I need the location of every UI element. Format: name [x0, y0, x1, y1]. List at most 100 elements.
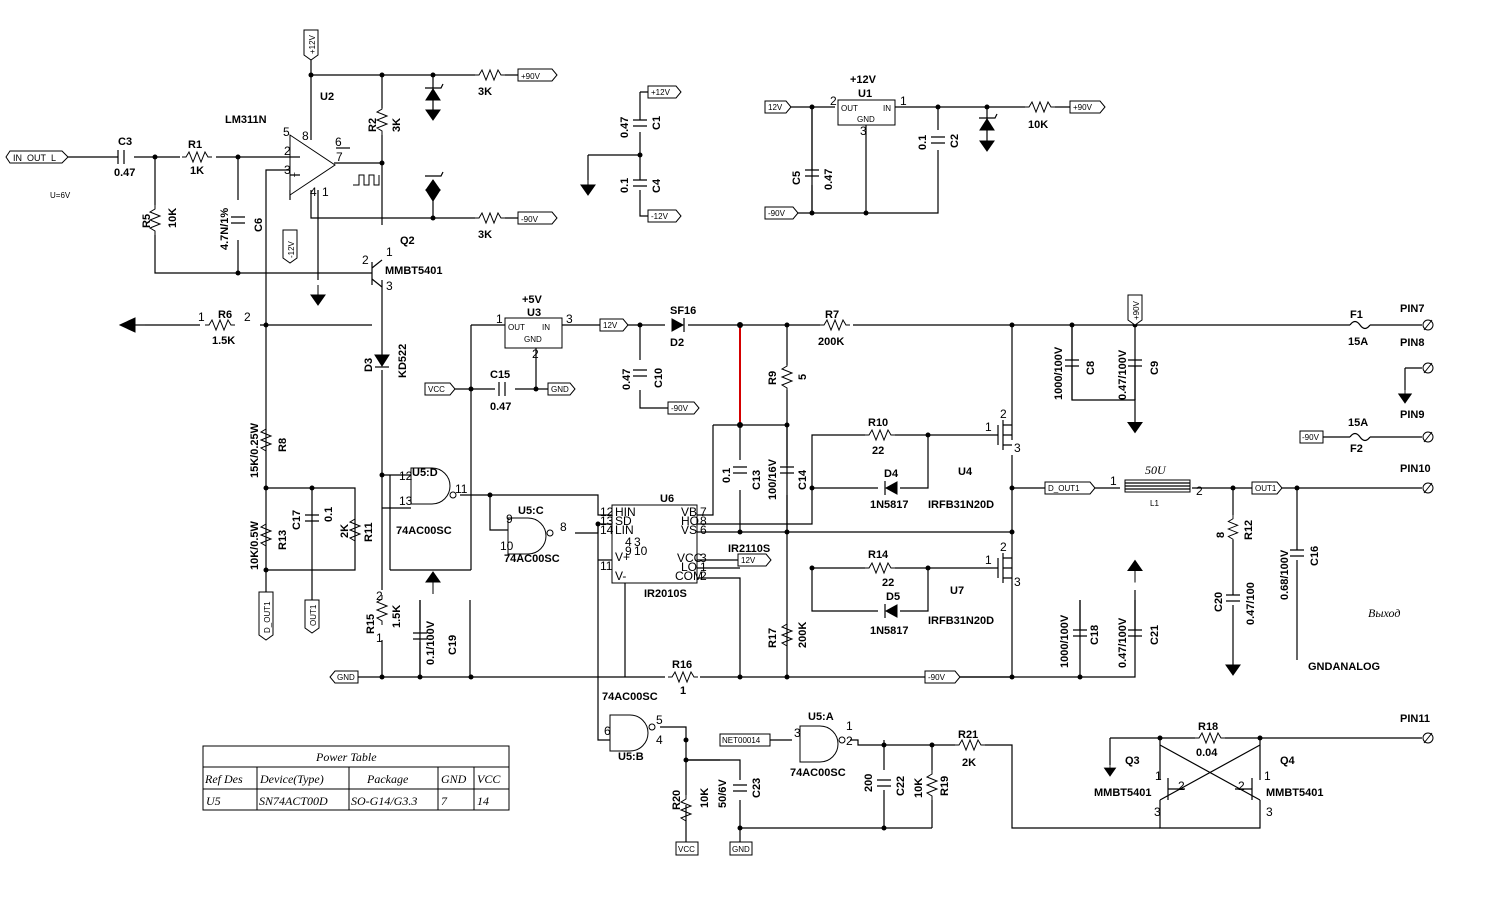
svg-text:1: 1	[846, 719, 853, 733]
svg-text:1: 1	[496, 312, 503, 326]
svg-text:7: 7	[336, 150, 343, 164]
svg-text:3: 3	[1014, 575, 1021, 589]
label-u5a-type: 74AC00SC	[790, 767, 846, 779]
svg-text:6: 6	[335, 135, 342, 149]
junction-dots	[152, 72, 1300, 831]
label-ir2110: IR2110S	[728, 543, 770, 555]
label-c3: C3	[118, 136, 132, 148]
svg-text:2: 2	[284, 144, 291, 158]
port-m90v-top: -90V	[521, 215, 539, 224]
svg-text:2: 2	[1238, 779, 1245, 793]
label-l1: L1	[1150, 499, 1159, 508]
label-c17-value: 0.1	[323, 507, 335, 522]
label-ir2010: IR2010S	[644, 588, 687, 600]
label-u3-value: +5V	[522, 294, 543, 306]
regulator-u3	[504, 317, 563, 349]
label-c16-value: 0.68/100V	[1279, 549, 1291, 600]
label-c6: C6	[253, 218, 265, 232]
label-d3-type: KD522	[397, 344, 409, 378]
label-c13-value: 0.1	[721, 468, 733, 483]
label-r16-value: 1	[680, 685, 686, 697]
label-q4: Q4	[1280, 755, 1296, 767]
label-r8-value: 15K/0.25W	[249, 422, 261, 478]
svg-text:2: 2	[362, 253, 369, 267]
svg-text:HO: HO	[681, 514, 699, 528]
port-m90v-f2: -90V	[1302, 433, 1320, 442]
svg-text:1: 1	[376, 631, 383, 645]
label-q4-type: MMBT5401	[1266, 787, 1323, 799]
label-q3-type: MMBT5401	[1094, 787, 1151, 799]
capacitor-c10	[633, 369, 647, 377]
resistor-r16	[667, 671, 699, 683]
label-r5: R5	[141, 214, 153, 228]
capacitor-c9	[1128, 359, 1142, 400]
svg-text:2: 2	[1196, 484, 1203, 498]
port-90v-bus: +90V	[1132, 300, 1141, 320]
label-c16: C16	[1309, 546, 1321, 566]
svg-text:13: 13	[399, 494, 413, 508]
port-out1: OUT1	[1255, 484, 1277, 493]
resistor-r10	[864, 429, 896, 441]
label-r6: R6	[218, 309, 232, 321]
label-r1: R1	[188, 139, 202, 151]
driver-ic-u6	[611, 504, 698, 584]
capacitor-c14	[780, 466, 794, 474]
svg-text:VB: VB	[681, 505, 697, 519]
label-r16: R16	[672, 659, 692, 671]
resistor-r3a	[474, 69, 506, 81]
capacitor-c3	[117, 150, 125, 164]
svg-text:2: 2	[244, 310, 251, 324]
label-r7-value: 200K	[818, 336, 844, 348]
label-q2: Q2	[400, 235, 415, 247]
label-c15-value: 0.47	[490, 401, 511, 413]
label-r3a-value: 3K	[478, 86, 492, 98]
svg-text:1: 1	[1264, 769, 1271, 783]
label-c22: C22	[895, 776, 907, 796]
label-pin7: PIN7	[1400, 303, 1424, 315]
label-r18: R18	[1198, 721, 1218, 733]
net-label-net00014: NET00014	[722, 736, 761, 745]
svg-text:1: 1	[1155, 769, 1162, 783]
svg-text:−: −	[292, 152, 297, 162]
label-r13: R13	[277, 530, 289, 550]
capacitor-c4	[633, 179, 647, 187]
label-sf16: SF16	[670, 305, 696, 317]
port-12v-u6: 12V	[741, 556, 756, 565]
svg-text:2: 2	[532, 347, 539, 361]
label-d2: D2	[670, 337, 684, 349]
capacitor-c18	[1073, 600, 1087, 637]
capacitor-c13	[733, 466, 747, 474]
svg-text:2: 2	[1000, 540, 1007, 554]
svg-text:12: 12	[399, 469, 413, 483]
label-r19: R19	[939, 776, 951, 796]
capacitor-c8	[1065, 325, 1079, 400]
power-table-title: Power Table	[315, 750, 377, 764]
label-d5: D5	[886, 591, 900, 603]
capacitor-c20	[1226, 594, 1240, 602]
diode-d4	[884, 481, 898, 495]
svg-text:3: 3	[860, 124, 867, 138]
capacitor-c1	[633, 119, 647, 127]
label-u4: U4	[958, 466, 973, 478]
label-q3: Q3	[1125, 755, 1140, 767]
svg-text:3: 3	[566, 312, 573, 326]
port-gnd-c23: GND	[732, 845, 750, 854]
label-r5-value: 10K	[167, 208, 179, 228]
resistor-r3b	[474, 212, 506, 224]
label-r2: R2	[367, 118, 379, 132]
svg-text:1: 1	[322, 185, 329, 199]
label-r10-value: 22	[872, 445, 884, 457]
terminals	[1422, 319, 1434, 744]
label-r8: R8	[277, 438, 289, 452]
label-c5: C5	[791, 171, 803, 185]
capacitor-c2	[931, 136, 945, 144]
svg-text:8: 8	[700, 514, 707, 528]
capacitor-c23	[733, 784, 747, 792]
label-r19-value: 10K	[913, 778, 925, 798]
label-d5-type: 1N5817	[870, 625, 909, 637]
label-u5b-type: 74AC00SC	[602, 691, 658, 703]
power-table-cell-refdes: U5	[206, 794, 221, 808]
label-r15-value: 1.5K	[391, 605, 403, 628]
